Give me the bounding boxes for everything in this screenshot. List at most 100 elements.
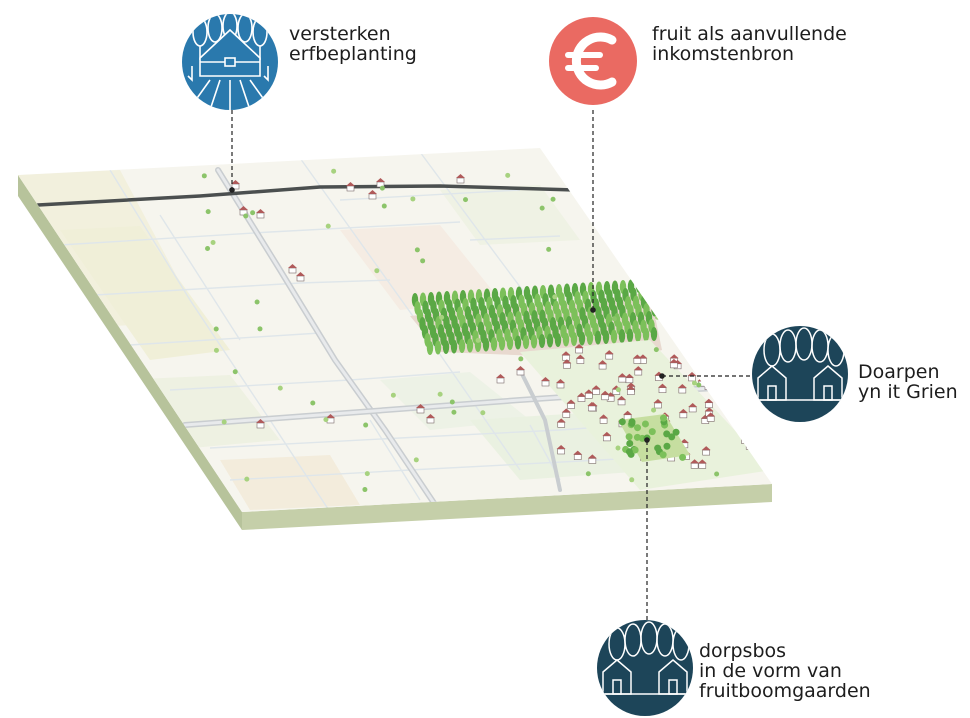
house [678,408,688,419]
shrub [696,382,702,388]
house [256,419,265,429]
shrub [374,268,380,274]
map-surface [18,151,772,512]
shrub [437,391,443,397]
orchard-tree [498,336,506,351]
forest-tree [648,428,656,436]
village-trees-icon [752,326,848,422]
shrub [413,457,419,463]
house [730,364,740,374]
shrub [363,422,369,428]
forest-tree [663,442,671,450]
callout-label-fruit: fruit als aanvullende inkomstenbron [652,24,847,64]
house [516,366,525,376]
house [598,360,608,370]
forest-tree [659,414,667,422]
orchard-tree [538,334,546,348]
shrub [364,471,370,477]
house [728,396,738,407]
shrub [201,173,207,179]
forest-tree [672,428,680,436]
house [745,440,755,450]
shrub [539,205,545,211]
shrub [362,487,368,493]
orchard-tree [522,335,530,349]
shrub [640,221,646,227]
orchard-tree [586,331,594,345]
house [231,180,240,190]
shrub [748,410,754,416]
house [669,358,679,369]
house [556,379,565,389]
callout-label-doarpen: Doarpen yn it Grien [858,362,958,402]
forest-tree [625,433,633,441]
orchard-tree [578,331,586,346]
house [626,385,636,395]
shrub [221,419,227,425]
forest-tree [625,448,633,456]
orchard-block [410,278,662,362]
leader-dots [229,187,665,443]
house [690,459,700,469]
house [575,354,585,364]
house [602,431,612,442]
forest-tree [654,444,662,452]
house [256,209,265,219]
orchard-tree [651,302,658,317]
house [587,401,597,412]
shrub [449,399,455,405]
label-line: inkomstenbron [652,43,794,65]
orchard-tree [434,340,442,355]
house [591,385,601,395]
forest-tree [618,418,626,426]
house [576,392,586,402]
shrub [244,476,250,482]
house [566,399,576,409]
house [561,408,571,418]
leader-lines [231,110,750,620]
house [573,450,583,460]
shrub [390,392,396,398]
house [600,390,610,401]
house [416,404,425,414]
house [296,272,305,282]
shrub [213,347,219,353]
orchard-tree [562,332,570,347]
orchard-tree [594,330,602,345]
map-side-left [18,175,242,530]
shrub [410,196,416,202]
shrub [714,471,720,477]
label-line: yn it Grien [858,381,958,403]
label-line: dorpsbos [699,640,787,662]
house [562,359,572,369]
house [556,444,566,455]
orchard-tree [466,338,474,353]
shrub [205,209,211,215]
orchard-tree [602,330,610,344]
shrub [205,246,211,252]
shrub [475,337,481,343]
label-line: versterken [289,23,391,45]
forest-tree [628,419,636,427]
shrub [232,369,238,375]
shrub [420,258,426,264]
house [701,446,711,456]
shrub [325,223,331,229]
house [737,415,747,426]
forest-tree [634,424,642,432]
shrub [323,417,329,423]
label-line: fruit als aanvullende [652,23,847,45]
orchard-tree [635,279,643,293]
house [706,412,716,422]
orchard-tree [506,336,514,350]
callout-label-dorpsbos: dorpsbos in de vorm van fruitboomgaarden [699,641,871,701]
shrub [550,196,556,202]
house [703,380,713,390]
house [541,377,550,387]
shrub [654,314,660,320]
forest-tree [659,451,667,459]
shrub [718,240,724,246]
orchard-tree [610,329,618,344]
orchard-tree [450,339,458,354]
